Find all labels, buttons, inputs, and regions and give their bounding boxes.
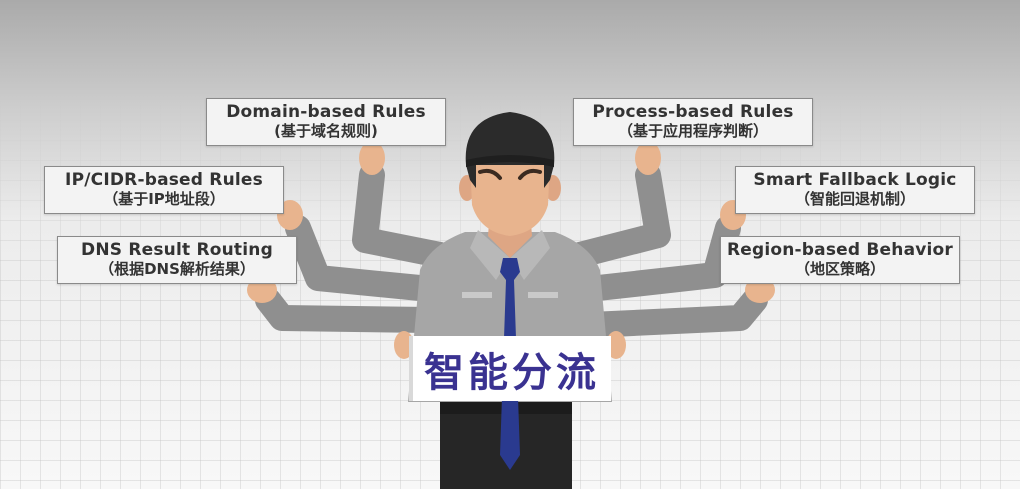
label-ipcidr-en: IP/CIDR-based Rules bbox=[65, 170, 263, 190]
label-domain-rules: Domain-based Rules (基于域名规则) bbox=[206, 98, 446, 146]
sign-board: 智能分流 bbox=[409, 336, 611, 401]
label-process-zh: （基于应用程序判断） bbox=[617, 122, 768, 140]
label-fallback-zh: （智能回退机制） bbox=[794, 190, 915, 208]
label-domain-zh: (基于域名规则) bbox=[274, 122, 378, 140]
label-region-zh: （地区策略） bbox=[794, 260, 885, 278]
sign-title: 智能分流 bbox=[424, 349, 600, 396]
label-process-en: Process-based Rules bbox=[592, 102, 794, 122]
cap bbox=[465, 112, 555, 165]
label-region-en: Region-based Behavior bbox=[726, 240, 954, 260]
label-ipcidr-zh: （基于IP地址段） bbox=[103, 190, 225, 208]
label-dns-routing: DNS Result Routing （根据DNS解析结果） bbox=[57, 236, 297, 284]
arms bbox=[255, 162, 768, 338]
face bbox=[470, 160, 550, 236]
label-dns-en: DNS Result Routing bbox=[81, 240, 273, 260]
label-smart-fallback: Smart Fallback Logic （智能回退机制） bbox=[735, 166, 975, 214]
label-domain-en: Domain-based Rules bbox=[226, 102, 426, 122]
label-ip-cidr-rules: IP/CIDR-based Rules （基于IP地址段） bbox=[44, 166, 284, 214]
label-dns-zh: （根据DNS解析结果） bbox=[99, 260, 255, 278]
label-fallback-en: Smart Fallback Logic bbox=[753, 170, 957, 190]
label-region-behavior: Region-based Behavior （地区策略） bbox=[720, 236, 960, 284]
label-process-rules: Process-based Rules （基于应用程序判断） bbox=[573, 98, 813, 146]
